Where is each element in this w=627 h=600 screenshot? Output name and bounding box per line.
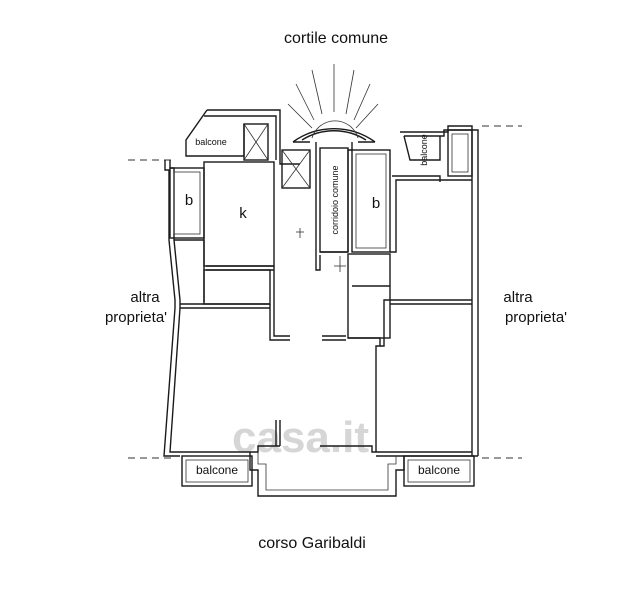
left-property-label-2: proprieta'	[105, 309, 167, 326]
room-b-left-label: b	[185, 192, 193, 209]
bottom-balconies	[181, 452, 475, 497]
right-property-label-1: altra	[503, 289, 533, 306]
balcony-bottom-left-label: balcone	[196, 463, 238, 477]
balcony-top-left-label: balcone	[195, 137, 227, 147]
corridor-label: corridoio comune	[330, 165, 340, 234]
room-b-right-label: b	[372, 195, 380, 212]
room-k-label: k	[239, 205, 247, 222]
top-balconies	[185, 109, 441, 161]
spiral-staircase	[287, 64, 379, 143]
watermark-text: casa.it	[232, 413, 369, 462]
right-property-label-2: proprieta'	[505, 309, 567, 326]
bottom-label: corso Garibaldi	[258, 535, 366, 552]
balcony-top-right-label: balcone	[419, 134, 429, 166]
service-shafts	[243, 123, 311, 189]
interior-walls	[169, 129, 473, 452]
top-label: cortile comune	[284, 30, 388, 47]
common-corridor	[296, 147, 349, 272]
balcony-bottom-right-label: balcone	[418, 463, 460, 477]
left-property-label-1: altra	[130, 289, 160, 306]
